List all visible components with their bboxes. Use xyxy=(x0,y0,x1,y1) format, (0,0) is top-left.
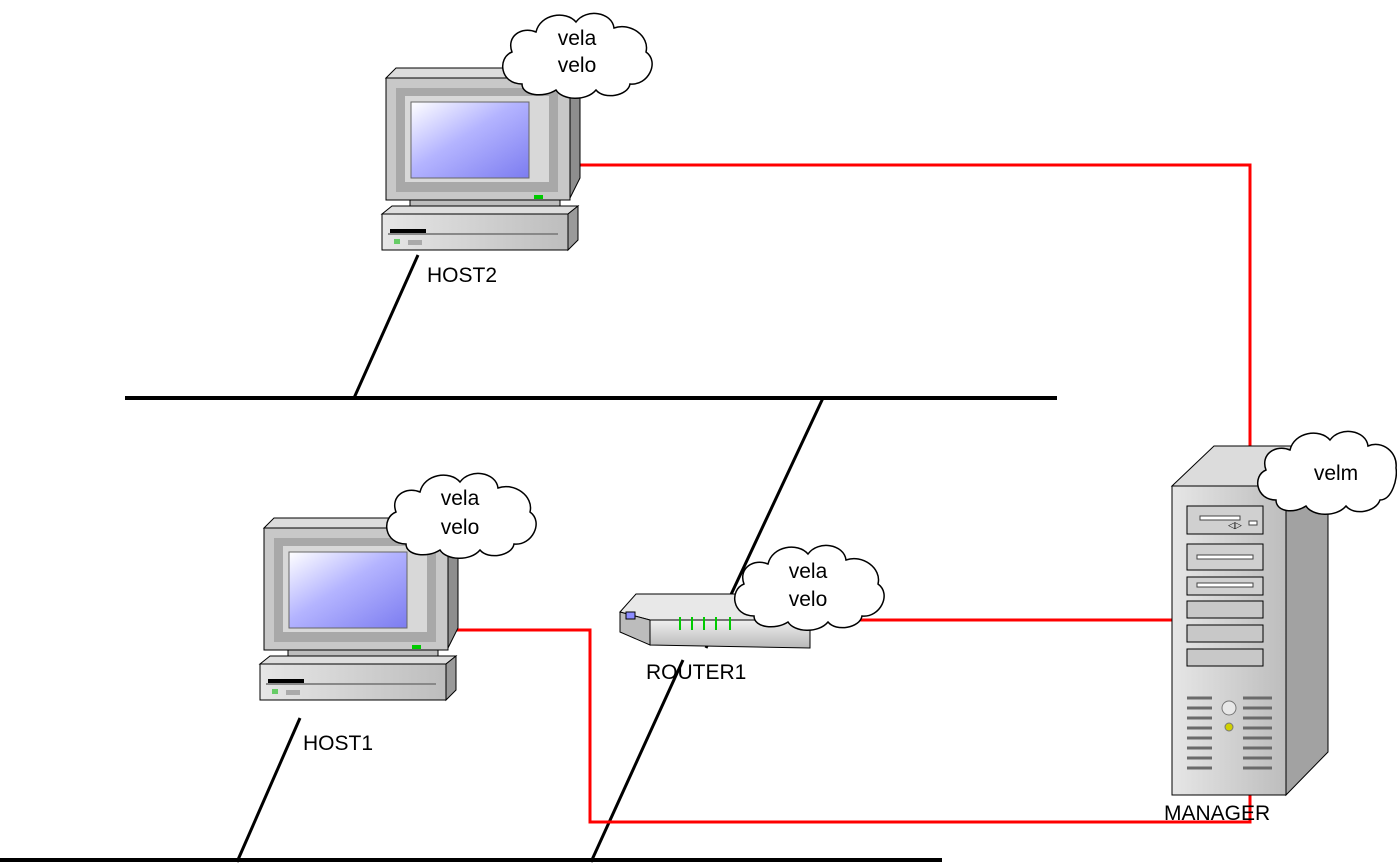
host1-label: HOST1 xyxy=(303,732,373,755)
host2-agent-cloud: vela velo xyxy=(502,12,653,99)
host2-cloud-line-1: vela xyxy=(558,27,597,50)
manager-cloud-line-1: velm xyxy=(1314,462,1358,485)
host2-bus-link xyxy=(352,254,420,399)
host1-cloud-line-2: velo xyxy=(441,516,480,539)
router1-cloud-line-2: velo xyxy=(789,588,828,611)
router1-cloud-line-1: vela xyxy=(789,560,828,583)
host1-computer-icon xyxy=(258,517,460,702)
svg-text:◁▷: ◁▷ xyxy=(1228,521,1242,531)
host1-agent-cloud: vela velo xyxy=(386,472,537,559)
router1-label: ROUTER1 xyxy=(646,661,746,684)
host2-manager-link xyxy=(572,163,1252,448)
host2-computer-icon xyxy=(380,67,582,252)
host2-label: HOST2 xyxy=(427,264,497,287)
manager-agent-cloud: velm xyxy=(1256,430,1397,515)
host2-cloud-line-2: velo xyxy=(558,54,597,77)
router1-agent-cloud: vela velo xyxy=(734,544,885,631)
host1-cloud-line-1: vela xyxy=(441,487,480,510)
router-lower-bus-link xyxy=(589,659,685,863)
host1-manager-link xyxy=(452,628,1252,824)
manager-label: MANAGER xyxy=(1164,802,1270,825)
host1-bus-link xyxy=(235,717,302,863)
